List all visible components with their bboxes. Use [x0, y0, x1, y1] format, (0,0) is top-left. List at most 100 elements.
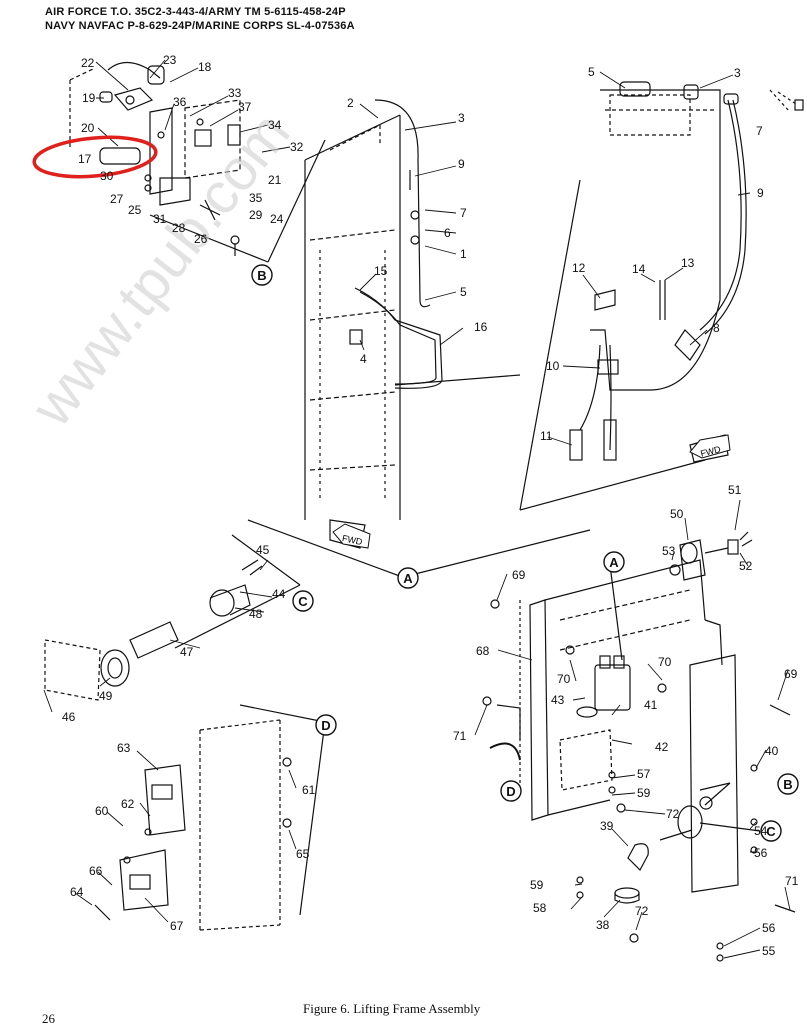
- detail-a-line-tank: [394, 374, 521, 386]
- callout-70a: 70: [658, 655, 672, 669]
- callout-12: 12: [572, 261, 586, 275]
- fwd-arrow-1: FWD: [332, 523, 371, 549]
- callout-72a: 72: [666, 807, 680, 821]
- callout-18: 18: [198, 60, 212, 74]
- header-line-1: AIR FORCE T.O. 35C2-3-443-4/ARMY TM 5-61…: [45, 6, 346, 18]
- callout-31: 31: [153, 212, 167, 226]
- callout-6: 6: [444, 226, 451, 240]
- callout-33: 33: [228, 86, 242, 100]
- callout-71b: 71: [785, 874, 799, 888]
- circle-b-1: [251, 264, 273, 286]
- callout-56b: 56: [762, 921, 776, 935]
- callout-58: 58: [533, 901, 547, 915]
- callout-numbers: 22 23 18 19 33 36 37 20 34 32 17 30 21 2…: [62, 53, 799, 958]
- callout-46: 46: [62, 710, 76, 724]
- callout-22: 22: [81, 56, 95, 70]
- callout-43: 43: [551, 693, 565, 707]
- callout-9b: 9: [757, 186, 764, 200]
- callout-19: 19: [82, 91, 96, 105]
- callout-49: 49: [99, 689, 113, 703]
- circle-d-1: [315, 714, 337, 736]
- callout-69a: 69: [512, 568, 526, 582]
- callout-8: 8: [713, 321, 720, 335]
- circle-d-2: [500, 780, 522, 802]
- circle-a-2: [603, 551, 625, 573]
- callout-32: 32: [290, 140, 304, 154]
- linework: [44, 61, 804, 962]
- callout-35: 35: [249, 191, 263, 205]
- detail-a-line-left: [247, 519, 406, 579]
- callout-63: 63: [117, 741, 131, 755]
- circle-c-1-label: C: [298, 594, 308, 609]
- highlight-ellipse: [32, 135, 158, 179]
- callout-60: 60: [95, 804, 109, 818]
- callout-36: 36: [173, 95, 187, 109]
- callout-15: 15: [374, 264, 388, 278]
- circle-c-1: [292, 590, 314, 612]
- callout-64: 64: [70, 885, 84, 899]
- callout-53: 53: [662, 544, 676, 558]
- callout-29: 29: [249, 208, 263, 222]
- callout-23: 23: [163, 53, 177, 67]
- detail-circles: [251, 264, 799, 842]
- circle-b-1-label: B: [257, 268, 266, 283]
- callout-62: 62: [121, 797, 135, 811]
- callout-20: 20: [81, 121, 95, 135]
- circle-c-2-label: C: [766, 824, 776, 839]
- figure-caption: Figure 6. Lifting Frame Assembly: [303, 1001, 481, 1016]
- callout-10: 10: [546, 359, 560, 373]
- callout-5b: 5: [588, 65, 595, 79]
- circle-a-1: [397, 567, 419, 589]
- callout-42: 42: [655, 740, 669, 754]
- callout-38: 38: [596, 918, 610, 932]
- header-line-2: NAVY NAVFAC P-8-629-24P/MARINE CORPS SL-…: [45, 20, 355, 32]
- callout-51: 51: [728, 483, 742, 497]
- callout-34: 34: [268, 118, 282, 132]
- callout-11: 11: [540, 429, 553, 443]
- callout-59a: 59: [637, 786, 651, 800]
- lifting-frame-assembly: [482, 531, 796, 962]
- detail-d-parts: [94, 704, 326, 931]
- tank-detail: [519, 81, 804, 511]
- callout-7b: 7: [756, 124, 763, 138]
- detail-c-parts: [44, 534, 301, 701]
- callout-52: 52: [739, 559, 753, 573]
- page-number: 26: [42, 1011, 55, 1026]
- callout-40: 40: [765, 744, 779, 758]
- callout-16: 16: [474, 320, 488, 334]
- main-frame: [304, 99, 443, 549]
- callout-56a: 56: [754, 846, 768, 860]
- callout-59b: 59: [530, 878, 544, 892]
- callout-37: 37: [238, 100, 252, 114]
- callout-55: 55: [762, 944, 776, 958]
- callout-48: 48: [249, 607, 263, 621]
- circle-d-2-label: D: [506, 784, 515, 799]
- callout-69b: 69: [784, 667, 798, 681]
- callout-21: 21: [268, 173, 282, 187]
- callout-14: 14: [632, 262, 646, 276]
- callout-39: 39: [600, 819, 614, 833]
- callout-28: 28: [172, 221, 186, 235]
- callout-45: 45: [256, 543, 270, 557]
- callout-47: 47: [180, 645, 194, 659]
- callout-7a: 7: [460, 206, 467, 220]
- callout-24: 24: [270, 212, 284, 226]
- callout-1: 1: [460, 247, 467, 261]
- callout-65: 65: [296, 847, 310, 861]
- circle-c-2: [760, 820, 782, 842]
- callout-25: 25: [128, 203, 142, 217]
- callout-66: 66: [89, 864, 103, 878]
- circle-b-2-label: B: [783, 777, 792, 792]
- callout-9a: 9: [458, 157, 465, 171]
- fwd-label-1: FWD: [341, 533, 364, 547]
- leader-lines: [43, 59, 791, 959]
- detail-b-parts: [69, 61, 326, 263]
- circle-d-1-label: D: [321, 718, 330, 733]
- callout-17: 17: [78, 152, 92, 166]
- callout-70b: 70: [557, 672, 571, 686]
- callout-5a: 5: [460, 285, 467, 299]
- callout-3b: 3: [734, 66, 741, 80]
- callout-30: 30: [100, 169, 114, 183]
- callout-3a: 3: [458, 111, 465, 125]
